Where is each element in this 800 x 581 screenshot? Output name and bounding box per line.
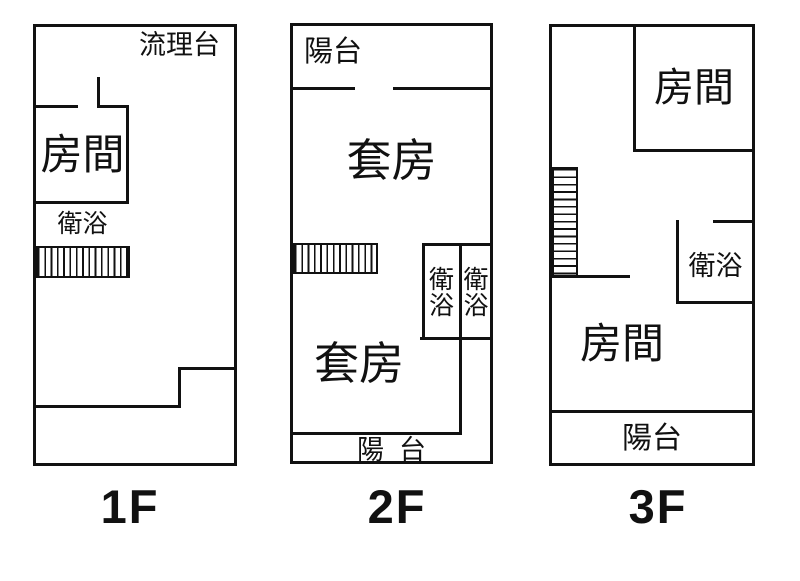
label-suite-lower-2f: 套房 [313, 338, 404, 389]
label-bathroom-right-2f: 衛浴 [463, 266, 489, 321]
caption-1f: 1F [100, 480, 160, 533]
label-balcony-top-2f: 陽台 [304, 36, 363, 68]
label-suite-upper-2f: 套房 [346, 135, 437, 186]
wall-bath-left-3f [676, 220, 679, 304]
wall-balcony-bottom-2f [293, 432, 462, 435]
wall-balcony-left-2f [293, 87, 355, 90]
wall-room-bottom-1f [36, 201, 129, 204]
wall-room-top-left-1f [36, 105, 78, 108]
wall-room-right-1f [126, 105, 129, 204]
wall-door-stub-1f [97, 77, 100, 108]
label-kitchen-counter-1f: 流理台 [139, 30, 220, 60]
label-bathroom-1f: 衛浴 [57, 210, 108, 238]
wall-bath-bottom-3f [676, 301, 752, 304]
caption-3f: 3F [628, 480, 688, 533]
wall-bath-top-2f [422, 243, 490, 246]
wall-step-lower-1f [36, 405, 181, 408]
wall-balcony-3f [552, 410, 752, 413]
stairs-3f [552, 167, 578, 277]
caption-2f: 2F [367, 480, 427, 533]
wall-stairs-bottom-3f [552, 275, 630, 278]
wall-room-bottom-3f [633, 149, 752, 152]
label-bathroom-left-2f: 衛浴 [428, 266, 454, 321]
label-bathroom-3f: 衛浴 [688, 251, 743, 281]
stairs-2f [293, 243, 378, 274]
wall-balcony-right-2f [393, 87, 490, 90]
wall-room-left-3f [633, 27, 636, 151]
wall-step-upper-1f [178, 367, 234, 370]
floor-panel-2f: 陽台 套房 衛浴 衛浴 套房 陽 台 [290, 23, 493, 464]
label-balcony-3f: 陽台 [622, 422, 682, 455]
wall-bath-bottom-2f [420, 337, 490, 340]
floor-panel-1f: 流理台 房間 衛浴 [33, 24, 237, 466]
stairs-1f [36, 246, 130, 278]
wall-room-top-right-1f [97, 105, 129, 108]
floor-panel-3f: 房間 衛浴 房間 陽台 [549, 24, 755, 466]
wall-bath-left-2f [422, 243, 425, 340]
label-room-1f: 房間 [40, 131, 125, 178]
wall-bath-top-3f [713, 220, 752, 223]
label-room-lower-3f: 房間 [579, 320, 664, 367]
label-balcony-bottom-2f: 陽 台 [356, 435, 426, 465]
label-room-upper-3f: 房間 [654, 66, 734, 110]
wall-step-vertical-1f [178, 367, 181, 408]
